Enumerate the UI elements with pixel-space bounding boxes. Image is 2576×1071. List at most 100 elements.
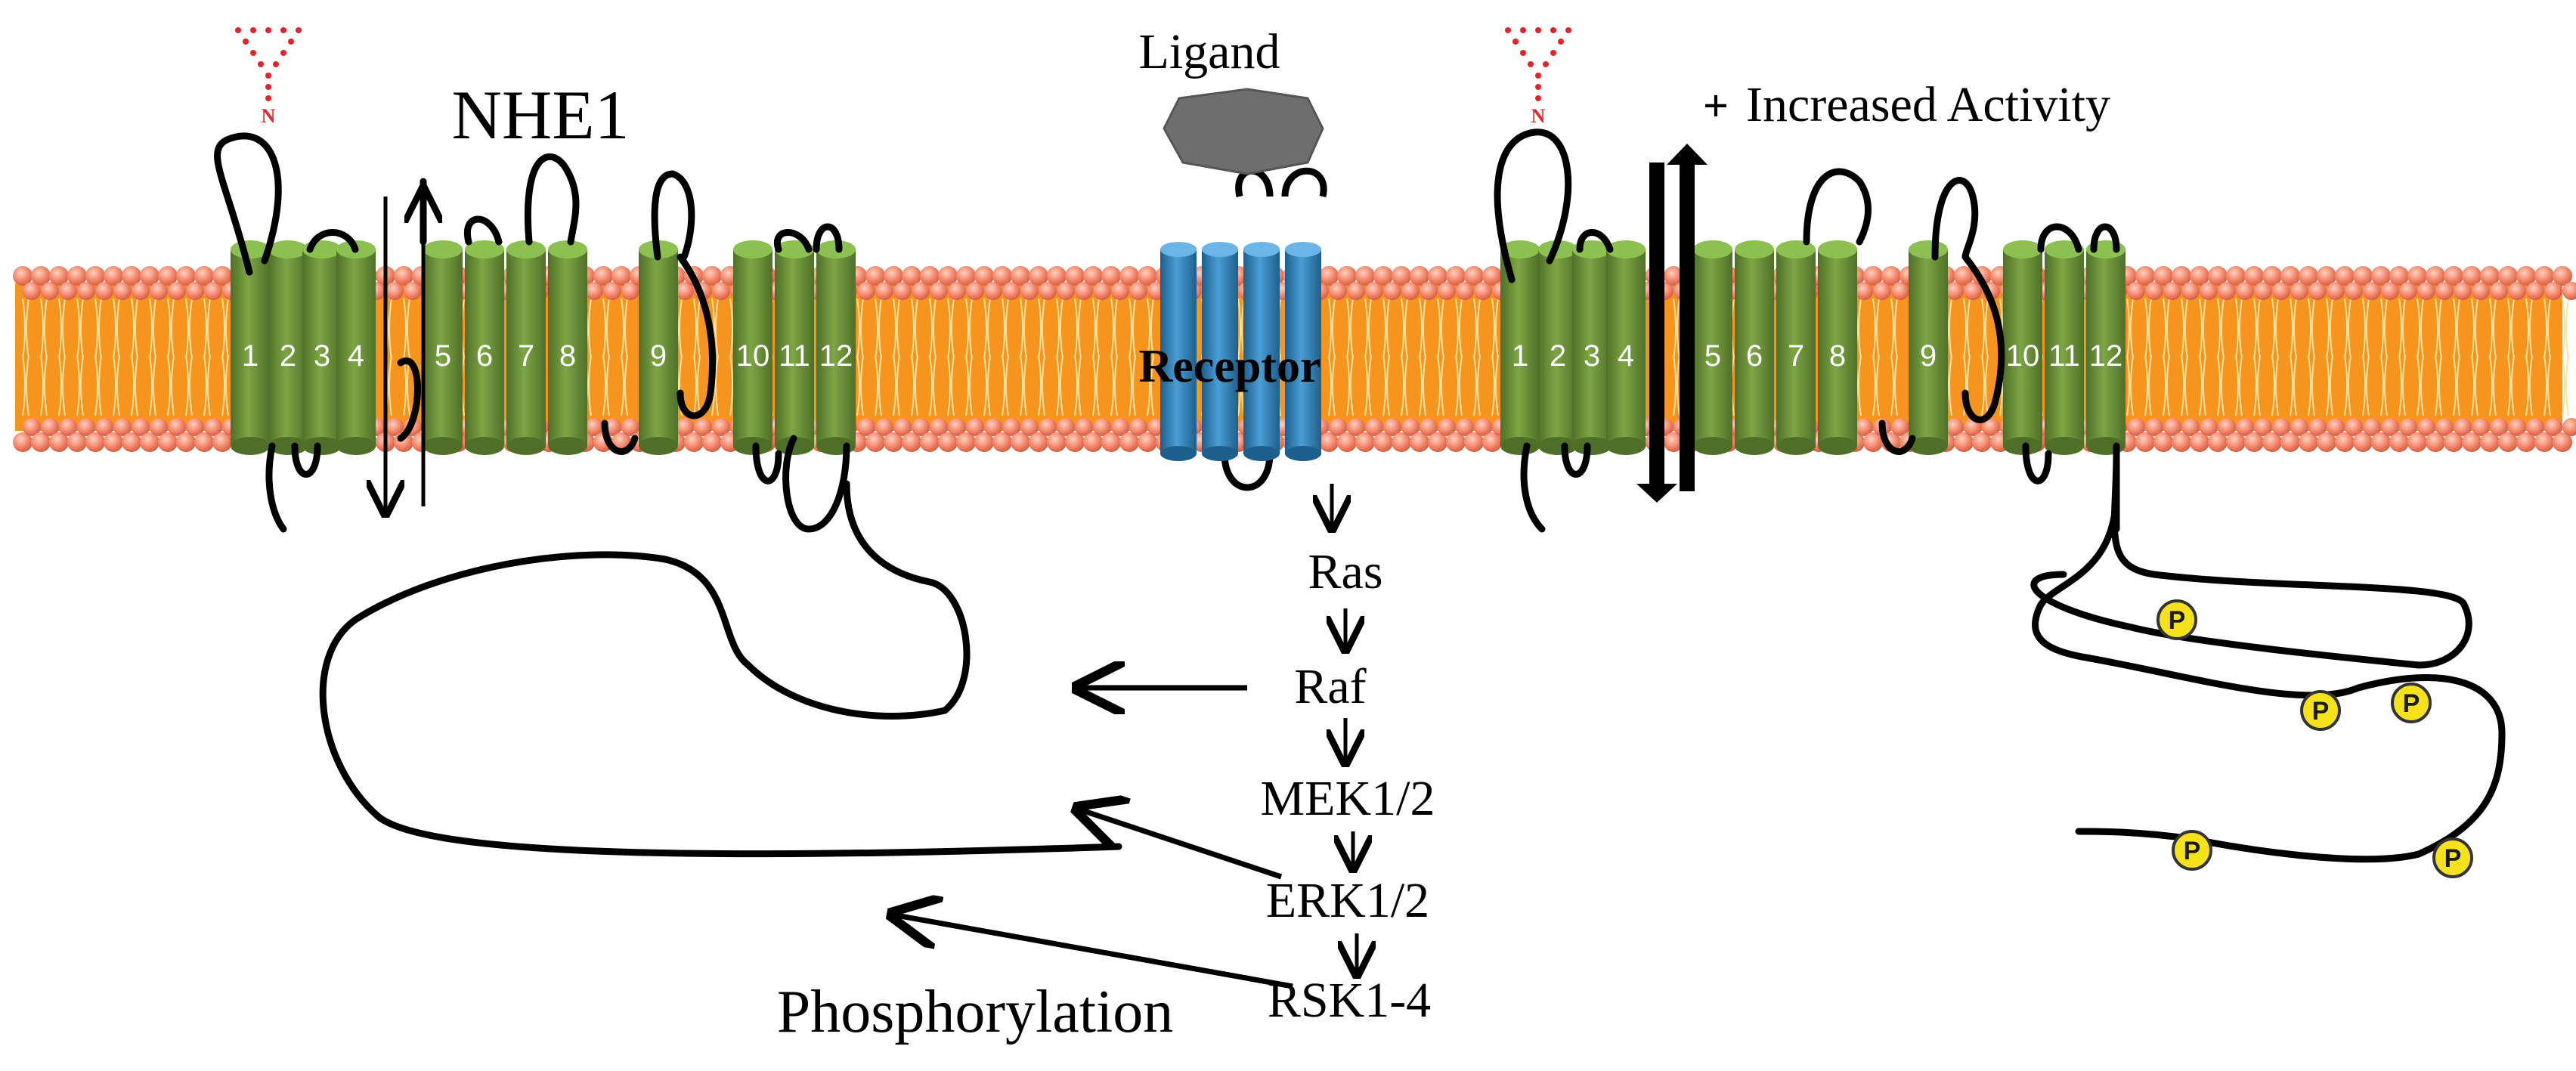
helix-bottom [2045, 437, 2084, 455]
lipid-head [2399, 418, 2417, 436]
right-inward-head [1636, 484, 1677, 503]
receptor-cylinder-bottom [1285, 446, 1321, 461]
lipid-head [122, 266, 141, 286]
lipid-tail [2362, 298, 2370, 416]
glycosylation-n-label: N [1531, 105, 1546, 127]
ligand-shape [1163, 88, 1324, 175]
phospho-circle [2391, 683, 2432, 723]
lipid-head [1982, 418, 2000, 436]
lipid-tail [1038, 298, 1045, 416]
lipid-head [2426, 432, 2445, 452]
sugar-dot [265, 84, 271, 90]
lipid-head [2226, 432, 2246, 452]
lipid-tail [1981, 298, 1989, 416]
sugar-dot [273, 61, 279, 67]
lipid-head [857, 282, 875, 300]
lipid-tail [947, 298, 955, 416]
lipid-head [1129, 282, 1147, 300]
lipid-tail [2235, 298, 2243, 416]
lipid-head [1002, 418, 1020, 436]
lipid-head [31, 266, 51, 286]
sugar-dot [1520, 50, 1526, 56]
helix-number: 2 [1550, 339, 1566, 373]
lipid-head [1855, 418, 1873, 436]
helix-top [423, 240, 463, 258]
lipid-tail [76, 298, 84, 416]
lipid-head [385, 282, 404, 300]
lipid-head [1347, 282, 1365, 300]
lipid-head [2480, 266, 2500, 286]
lipid-tail [2144, 298, 2152, 416]
lipid-head [920, 266, 940, 286]
lipid-head [956, 266, 976, 286]
lipid-head [712, 418, 730, 436]
lipid-head [984, 418, 1002, 436]
lipid-head [884, 432, 903, 452]
lipid-head [2172, 266, 2191, 286]
helix-bottom [1538, 437, 1577, 455]
sugar-dot [280, 27, 286, 33]
receptor-cylinder-top [1243, 242, 1280, 257]
lipid-head [1047, 432, 1067, 452]
lipid-head [2516, 266, 2536, 286]
sugar-dot [288, 39, 294, 45]
sugar-dot [280, 50, 286, 56]
lipid-head [1057, 282, 1075, 300]
lipid-head [1392, 266, 1411, 286]
helix-top [548, 240, 587, 258]
lipid-tail [1401, 298, 1408, 416]
helix-cylinder [336, 249, 376, 446]
receptor-cylinder-top [1160, 242, 1197, 257]
helix-bottom [1606, 437, 1646, 455]
receptor-cylinder-top [1202, 242, 1238, 257]
lipid-head [1863, 432, 1883, 452]
nhe1-title: NHE1 [451, 76, 629, 153]
lipid-tail [2398, 298, 2406, 416]
sugar-dot [1505, 27, 1511, 33]
lipid-head [1020, 282, 1039, 300]
lipid-tail [2471, 298, 2478, 416]
lipid-head [2335, 432, 2355, 452]
lipid-head [2181, 282, 2200, 300]
lipid-head [2254, 282, 2272, 300]
lipid-tail [2290, 298, 2297, 416]
lipid-head [2262, 266, 2282, 286]
lipid-tail [1437, 298, 1444, 416]
helix-cylinder [1500, 249, 1540, 446]
sugar-dot [1535, 84, 1541, 90]
lipid-head [1881, 266, 1901, 286]
right-outward-shaft [1680, 159, 1695, 491]
helix-cylinder [639, 249, 678, 446]
lipid-head [1093, 282, 1111, 300]
sugar-dot [1550, 27, 1556, 33]
left-intracellular-loop-2 [291, 442, 321, 478]
lipid-head [676, 282, 694, 300]
lipid-head [920, 432, 940, 452]
lipid-tail [2453, 298, 2460, 416]
helix-cylinder [506, 249, 546, 446]
lipid-tail [2217, 298, 2225, 416]
lipid-tail [131, 298, 138, 416]
lipid-tail [856, 298, 864, 416]
lipid-head [113, 418, 132, 436]
helix-cylinder [816, 249, 856, 446]
helix-cylinder [2045, 249, 2084, 446]
lipid-head [204, 418, 222, 436]
lipid-head [186, 282, 204, 300]
lipid-head [2407, 266, 2427, 286]
lipid-head [1029, 266, 1048, 286]
lipid-head [1373, 266, 1393, 286]
lipid-head [212, 432, 232, 452]
helix-bottom [1818, 437, 1857, 455]
lipid-head [104, 266, 123, 286]
lipid-head [676, 418, 694, 436]
sugar-dot [1535, 95, 1541, 101]
lipid-head [2272, 418, 2290, 436]
lipid-tail [2417, 298, 2424, 416]
lipid-head [150, 418, 168, 436]
helix-bottom [336, 437, 376, 455]
receptor-cylinder [1202, 249, 1238, 453]
